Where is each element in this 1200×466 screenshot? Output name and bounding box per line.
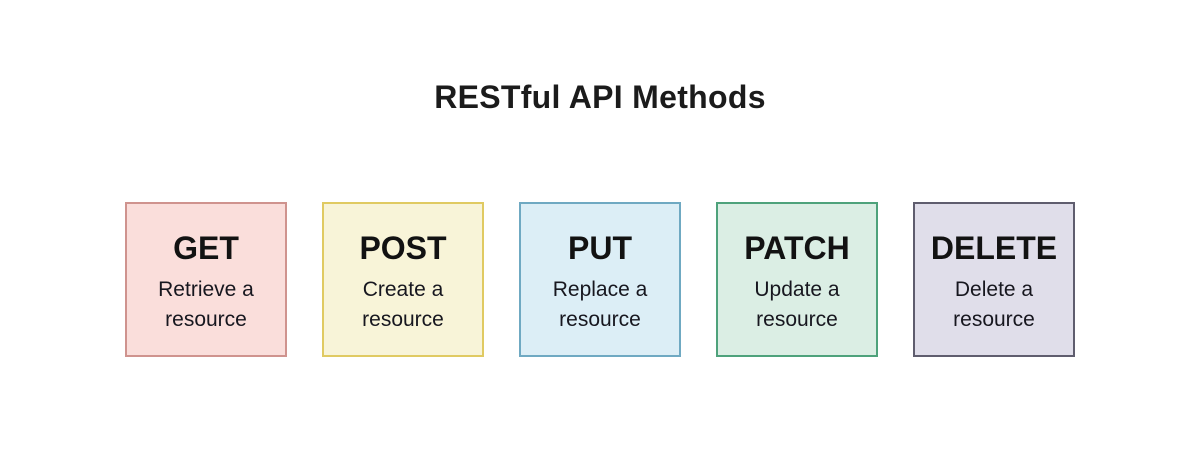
method-name: POST (359, 230, 447, 266)
method-card: PUT Replace a resource (519, 202, 681, 357)
method-description: Delete a resource (953, 278, 1035, 331)
method-name: GET (173, 230, 239, 266)
method-name: PATCH (744, 230, 850, 266)
method-description: Replace a resource (552, 278, 648, 331)
method-description: Retrieve a resource (158, 278, 254, 331)
method-card: DELETE Delete a resource (913, 202, 1075, 357)
method-card: PATCH Update a resource (716, 202, 878, 357)
method-description: Update a resource (754, 278, 840, 331)
page-title: RESTful API Methods (434, 79, 766, 115)
method-card: POST Create a resource (322, 202, 484, 357)
method-name: PUT (568, 230, 632, 266)
method-description: Create a resource (362, 278, 444, 331)
method-name: DELETE (930, 230, 1058, 266)
method-cards-row: GET Retrieve a resource POST Create a re… (0, 202, 1200, 357)
method-card: GET Retrieve a resource (125, 202, 287, 357)
